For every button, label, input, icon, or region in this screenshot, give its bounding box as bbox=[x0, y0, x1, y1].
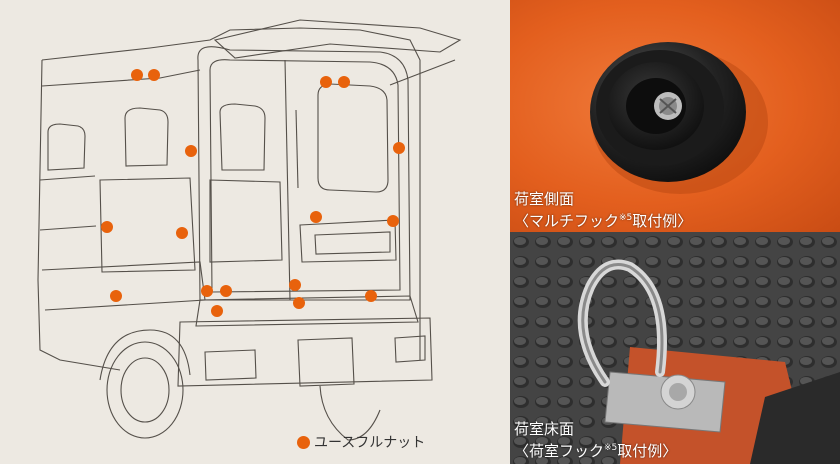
caption-cargo-side: 荷室側面 〈マルチフック※5取付例〉 bbox=[514, 190, 692, 231]
useful-nut-marker bbox=[148, 69, 160, 81]
vehicle-diagram: ユースフルナット bbox=[37, 19, 462, 452]
footnote-mark: ※5 bbox=[619, 213, 633, 223]
legend-label: ユースフルナット bbox=[314, 435, 426, 451]
footnote-mark: ※5 bbox=[604, 443, 618, 453]
useful-nut-marker bbox=[101, 221, 113, 233]
caption-cargo-floor: 荷室床面 〈荷室フック※5取付例〉 bbox=[514, 420, 677, 461]
useful-nut-legend-marker bbox=[297, 435, 310, 449]
caption-title: 荷室床面 bbox=[514, 420, 575, 438]
useful-nut-marker bbox=[201, 285, 213, 297]
useful-nut-marker bbox=[365, 290, 377, 302]
useful-nut-marker bbox=[387, 215, 399, 227]
photo-cargo-side: 荷室側面 〈マルチフック※5取付例〉 bbox=[510, 0, 840, 232]
multi-hook-image bbox=[590, 42, 768, 194]
useful-nut-marker bbox=[211, 305, 223, 317]
photo-cargo-floor: 荷室床面 〈荷室フック※5取付例〉 bbox=[510, 232, 840, 464]
useful-nut-marker bbox=[393, 142, 405, 154]
useful-nut-marker bbox=[293, 297, 305, 309]
useful-nut-marker bbox=[176, 227, 188, 239]
caption-detail: 〈荷室フック※5取付例〉 bbox=[514, 439, 677, 461]
useful-nut-marker bbox=[110, 290, 122, 302]
useful-nut-marker bbox=[185, 145, 197, 157]
useful-nut-marker bbox=[320, 76, 332, 88]
caption-detail: 〈マルチフック※5取付例〉 bbox=[514, 209, 692, 231]
useful-nut-marker bbox=[310, 211, 322, 223]
caption-detail-suffix: 取付例〉 bbox=[632, 212, 693, 230]
caption-detail-text: 〈荷室フック bbox=[514, 442, 605, 460]
useful-nut-marker bbox=[131, 69, 143, 81]
van-line-drawing bbox=[37, 19, 462, 441]
legend: ユースフルナット bbox=[297, 432, 425, 452]
useful-nut-marker bbox=[289, 279, 301, 291]
caption-detail-text: 〈マルチフック bbox=[514, 212, 620, 230]
cargo-hook-image bbox=[510, 232, 840, 464]
caption-title: 荷室側面 bbox=[514, 190, 575, 208]
useful-nut-marker bbox=[220, 285, 232, 297]
caption-detail-suffix: 取付例〉 bbox=[617, 442, 678, 460]
useful-nut-marker bbox=[338, 76, 350, 88]
